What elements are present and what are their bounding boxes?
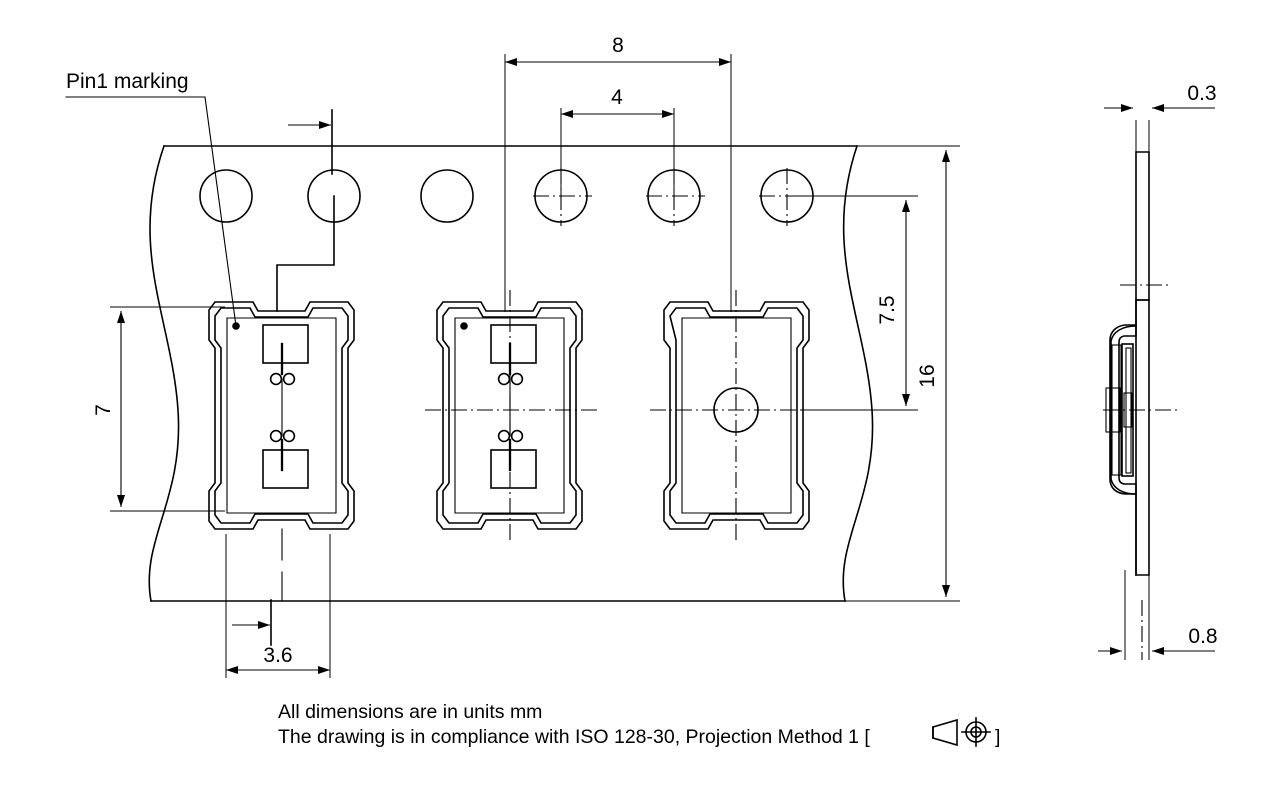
dimension-7-5: 7.5 bbox=[800, 195, 918, 411]
tape-body-outline bbox=[148, 144, 874, 602]
sprocket-to-pocket-leader bbox=[276, 195, 335, 312]
drawing-notes: All dimensions are in units mm The drawi… bbox=[278, 701, 1000, 748]
dimension-7-value: 7 bbox=[92, 404, 115, 416]
dimension-0-3-value: 0.3 bbox=[1187, 82, 1216, 105]
dimension-3-6: 3.6 bbox=[225, 534, 331, 678]
dimension-8-value: 8 bbox=[612, 34, 624, 57]
dimension-4: 4 bbox=[560, 86, 675, 196]
dimension-0-8: 0.8 bbox=[1098, 625, 1218, 655]
pin1-marking-label: Pin1 marking bbox=[66, 70, 189, 93]
pocket-1 bbox=[208, 301, 355, 530]
note-line-2: The drawing is in compliance with ISO 12… bbox=[278, 726, 870, 748]
dimension-4-value: 4 bbox=[611, 86, 623, 109]
note-line-1: All dimensions are in units mm bbox=[278, 701, 542, 723]
note-bracket-close: ] bbox=[995, 726, 1000, 748]
pin1-marking-annotation: Pin1 marking bbox=[65, 70, 237, 327]
dimension-16-value: 16 bbox=[916, 364, 939, 387]
dimension-0-8-value: 0.8 bbox=[1188, 625, 1217, 648]
projection-method-symbol bbox=[932, 717, 991, 747]
pocket-centerlines bbox=[425, 290, 875, 540]
pocket-2 bbox=[436, 301, 583, 530]
dimension-0-3: 0.3 bbox=[1104, 82, 1217, 112]
cross-section-view: 0.3 0.8 bbox=[1098, 82, 1218, 660]
pin1-dot-marker-2 bbox=[460, 322, 468, 330]
tape-edge-arrow-top bbox=[288, 109, 333, 175]
dimension-8: 8 bbox=[504, 34, 732, 312]
dimension-7-5-value: 7.5 bbox=[876, 295, 899, 324]
dimension-7: 7 bbox=[92, 306, 225, 512]
dimension-3-6-value: 3.6 bbox=[263, 644, 292, 667]
dimension-16: 16 bbox=[840, 145, 960, 602]
section-pocket-wall bbox=[1109, 324, 1137, 495]
